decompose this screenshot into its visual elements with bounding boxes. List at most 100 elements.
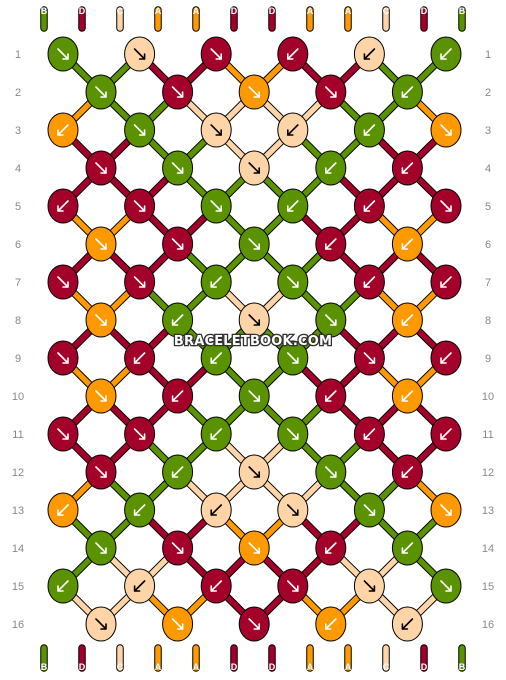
row-number-right: 1: [485, 49, 491, 61]
knot-arrow-icon: [210, 504, 222, 516]
row-number-left: 14: [12, 543, 24, 555]
row-number-right: 11: [482, 429, 493, 441]
knot-arrow-icon: [440, 352, 452, 364]
knot-arrow-icon: [363, 48, 376, 60]
row-number-left: 5: [15, 201, 21, 213]
row-number-right: 16: [482, 619, 494, 631]
knot-arrow-icon: [95, 162, 107, 174]
knot-arrow-icon: [248, 390, 260, 402]
knot-arrow-icon: [57, 124, 69, 136]
knot-arrow-icon: [95, 542, 107, 554]
knot-arrow-icon: [287, 200, 299, 212]
knot-arrow-icon: [210, 428, 222, 440]
top-strand-letter: D: [269, 6, 276, 16]
knot-arrow-icon: [133, 200, 146, 212]
top-strand-letter: B: [41, 6, 48, 16]
bottom-strand-letter: C: [383, 662, 390, 672]
row-number-left: 15: [12, 581, 24, 593]
bottom-strand-letter: B: [41, 662, 48, 672]
row-number-right: 5: [485, 201, 491, 213]
knot-arrow-icon: [171, 238, 184, 250]
knot-arrow-icon: [363, 580, 376, 592]
row-number-right: 10: [482, 391, 494, 403]
knot-arrow-icon: [325, 618, 337, 630]
knot-arrow-icon: [287, 48, 299, 60]
knot-arrow-icon: [171, 542, 184, 554]
top-strand-letter: A: [193, 6, 200, 16]
knot-arrow-icon: [440, 124, 452, 136]
row-number-right: 13: [482, 505, 494, 517]
knot-arrow-icon: [287, 352, 299, 364]
row-number-left: 7: [15, 277, 21, 289]
knot-arrow-icon: [287, 276, 299, 288]
knot-arrow-icon: [171, 466, 184, 478]
row-number-right: 2: [485, 87, 491, 99]
knot-arrow-icon: [325, 314, 337, 326]
knot-arrow-icon: [363, 352, 376, 364]
row-number-right: 15: [482, 581, 494, 593]
knot-arrow-icon: [363, 200, 376, 212]
row-number-left: 11: [12, 429, 23, 441]
row-number-left: 10: [12, 391, 24, 403]
watermark-text: BRACELETBOOK.COM: [174, 334, 332, 349]
row-number-right: 14: [482, 543, 494, 555]
top-strand-letter: A: [307, 6, 314, 16]
knot-arrow-icon: [133, 124, 146, 136]
top-strand-letter: A: [345, 6, 352, 16]
knot-arrow-icon: [440, 580, 452, 592]
knot-arrow-icon: [287, 428, 299, 440]
row-number-left: 9: [15, 353, 21, 365]
knot-arrow-icon: [171, 390, 184, 402]
knot-arrow-icon: [133, 428, 146, 440]
knot-arrow-icon: [401, 542, 414, 554]
bottom-strand-letter: A: [345, 662, 352, 672]
knot-arrow-icon: [363, 124, 376, 136]
top-strand-letter: D: [79, 6, 86, 16]
row-number-right: 6: [485, 239, 491, 251]
top-strand-letter: D: [421, 6, 428, 16]
row-number-left: 4: [15, 163, 21, 175]
knot-arrow-icon: [95, 390, 107, 402]
knot-arrow-icon: [401, 162, 414, 174]
bottom-strand-letter: A: [193, 662, 200, 672]
top-strand-letter: D: [231, 6, 238, 16]
knot-arrow-icon: [363, 428, 376, 440]
top-strand-letter: B: [459, 6, 466, 16]
bottom-strand-letter: A: [155, 662, 162, 672]
knot-arrow-icon: [440, 428, 452, 440]
bottom-strand-letter: D: [231, 662, 238, 672]
row-number-left: 16: [12, 619, 24, 631]
knot-arrow-icon: [248, 238, 260, 250]
knot-arrow-icon: [248, 86, 260, 98]
row-number-right: 4: [485, 163, 491, 175]
top-strand-letter: C: [383, 6, 390, 16]
knot-arrow-icon: [363, 504, 376, 516]
knot-arrow-icon: [171, 162, 184, 174]
knot-arrow-icon: [210, 200, 222, 212]
top-strand-letter: C: [117, 6, 124, 16]
row-number-left: 2: [15, 87, 21, 99]
knot-arrow-icon: [171, 314, 184, 326]
knot-arrow-icon: [210, 48, 222, 60]
knot-arrow-icon: [133, 580, 146, 592]
row-number-right: 7: [485, 277, 491, 289]
row-number-left: 8: [15, 315, 21, 327]
bottom-strand-letter: C: [117, 662, 124, 672]
knot-arrow-icon: [133, 504, 146, 516]
knot-arrow-icon: [401, 86, 414, 98]
bottom-strand-letter: B: [459, 662, 466, 672]
knot-arrow-icon: [363, 276, 376, 288]
knot-arrow-icon: [248, 618, 260, 630]
knot-arrow-icon: [440, 276, 452, 288]
knot-arrow-icon: [57, 276, 69, 288]
knot-arrow-icon: [210, 580, 222, 592]
bottom-strand-letter: D: [79, 662, 86, 672]
knot-arrow-icon: [210, 124, 222, 136]
row-number-left: 1: [15, 49, 21, 61]
knot-arrow-icon: [210, 276, 222, 288]
knot-arrow-icon: [248, 162, 260, 174]
bottom-strand-letter: A: [307, 662, 314, 672]
top-strand-letter: A: [155, 6, 162, 16]
knot-arrow-icon: [57, 48, 69, 60]
